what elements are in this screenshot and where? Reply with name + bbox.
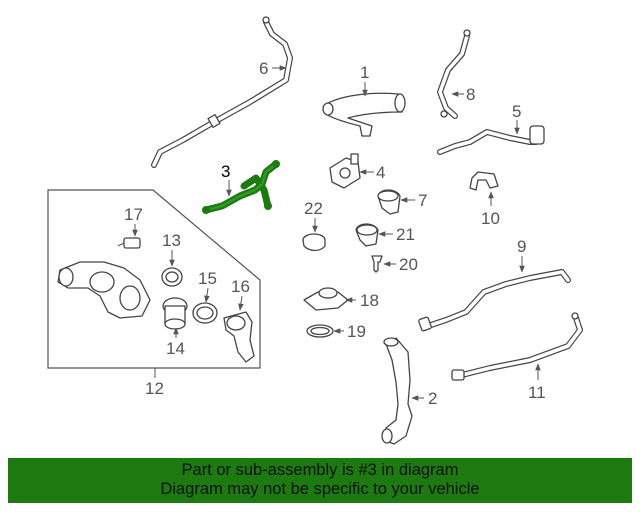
callout-17: 17 <box>124 205 143 224</box>
callout-21: 21 <box>396 225 415 244</box>
part-5-pipe[interactable] <box>437 125 545 155</box>
part-15-seal[interactable] <box>192 302 218 324</box>
part-19-gasket[interactable] <box>306 324 334 338</box>
callout-2: 2 <box>428 389 437 408</box>
banner-line-1: Part or sub-assembly is #3 in diagram <box>181 461 459 479</box>
callout-3: 3 <box>221 162 230 181</box>
parts-diagram: 6 1 8 5 3 4 7 10 22 21 20 9 18 19 2 11 1… <box>47 16 583 445</box>
callout-1: 1 <box>360 63 369 82</box>
part-20-bolt[interactable] <box>371 255 383 273</box>
part-7-elbow[interactable] <box>377 189 401 215</box>
callout-6: 6 <box>259 59 268 78</box>
part-2-lower-hose[interactable] <box>381 337 413 445</box>
callout-7: 7 <box>418 191 427 210</box>
callout-16: 16 <box>231 277 250 296</box>
part-16-outlet[interactable] <box>223 311 255 363</box>
callout-12: 12 <box>145 379 164 398</box>
part-4-connector[interactable] <box>329 153 361 189</box>
callout-8: 8 <box>466 85 475 104</box>
callout-18: 18 <box>360 291 379 310</box>
part-14-thermostat[interactable] <box>162 297 188 330</box>
leader-lines <box>132 65 541 401</box>
part-1-upper-hose[interactable] <box>322 92 406 137</box>
part-13-oring[interactable] <box>161 267 183 287</box>
callout-11: 11 <box>528 383 546 402</box>
callout-9: 9 <box>517 237 526 256</box>
part-12-thermostat-housing[interactable] <box>57 261 151 319</box>
part-21-fitting[interactable] <box>355 223 379 247</box>
banner-line-2: Diagram may not be specific to your vehi… <box>160 480 480 498</box>
callout-22: 22 <box>304 199 323 218</box>
callout-labels: 6 1 8 5 3 4 7 10 22 21 20 9 18 19 2 11 1… <box>124 59 546 408</box>
part-9-pipe[interactable] <box>418 269 571 332</box>
callout-10: 10 <box>481 209 500 228</box>
callout-14: 14 <box>166 339 185 358</box>
part-17-sensor[interactable] <box>117 237 141 249</box>
callout-19: 19 <box>347 322 366 341</box>
diagram-notice-banner: Part or sub-assembly is #3 in diagram Di… <box>8 458 632 503</box>
callout-13: 13 <box>162 231 181 250</box>
part-8-hose[interactable] <box>437 29 471 119</box>
part-11-pipe[interactable] <box>451 312 583 381</box>
callout-20: 20 <box>399 255 418 274</box>
part-22-clamp[interactable] <box>302 233 326 252</box>
callout-4: 4 <box>376 163 385 182</box>
part-6-coolant-tube[interactable] <box>151 16 293 168</box>
callout-5: 5 <box>512 102 521 121</box>
part-10-bracket[interactable] <box>469 171 499 191</box>
callout-15: 15 <box>198 269 217 288</box>
part-18-cover[interactable] <box>303 287 349 311</box>
part-3-highlighted-tube[interactable] <box>202 160 280 214</box>
